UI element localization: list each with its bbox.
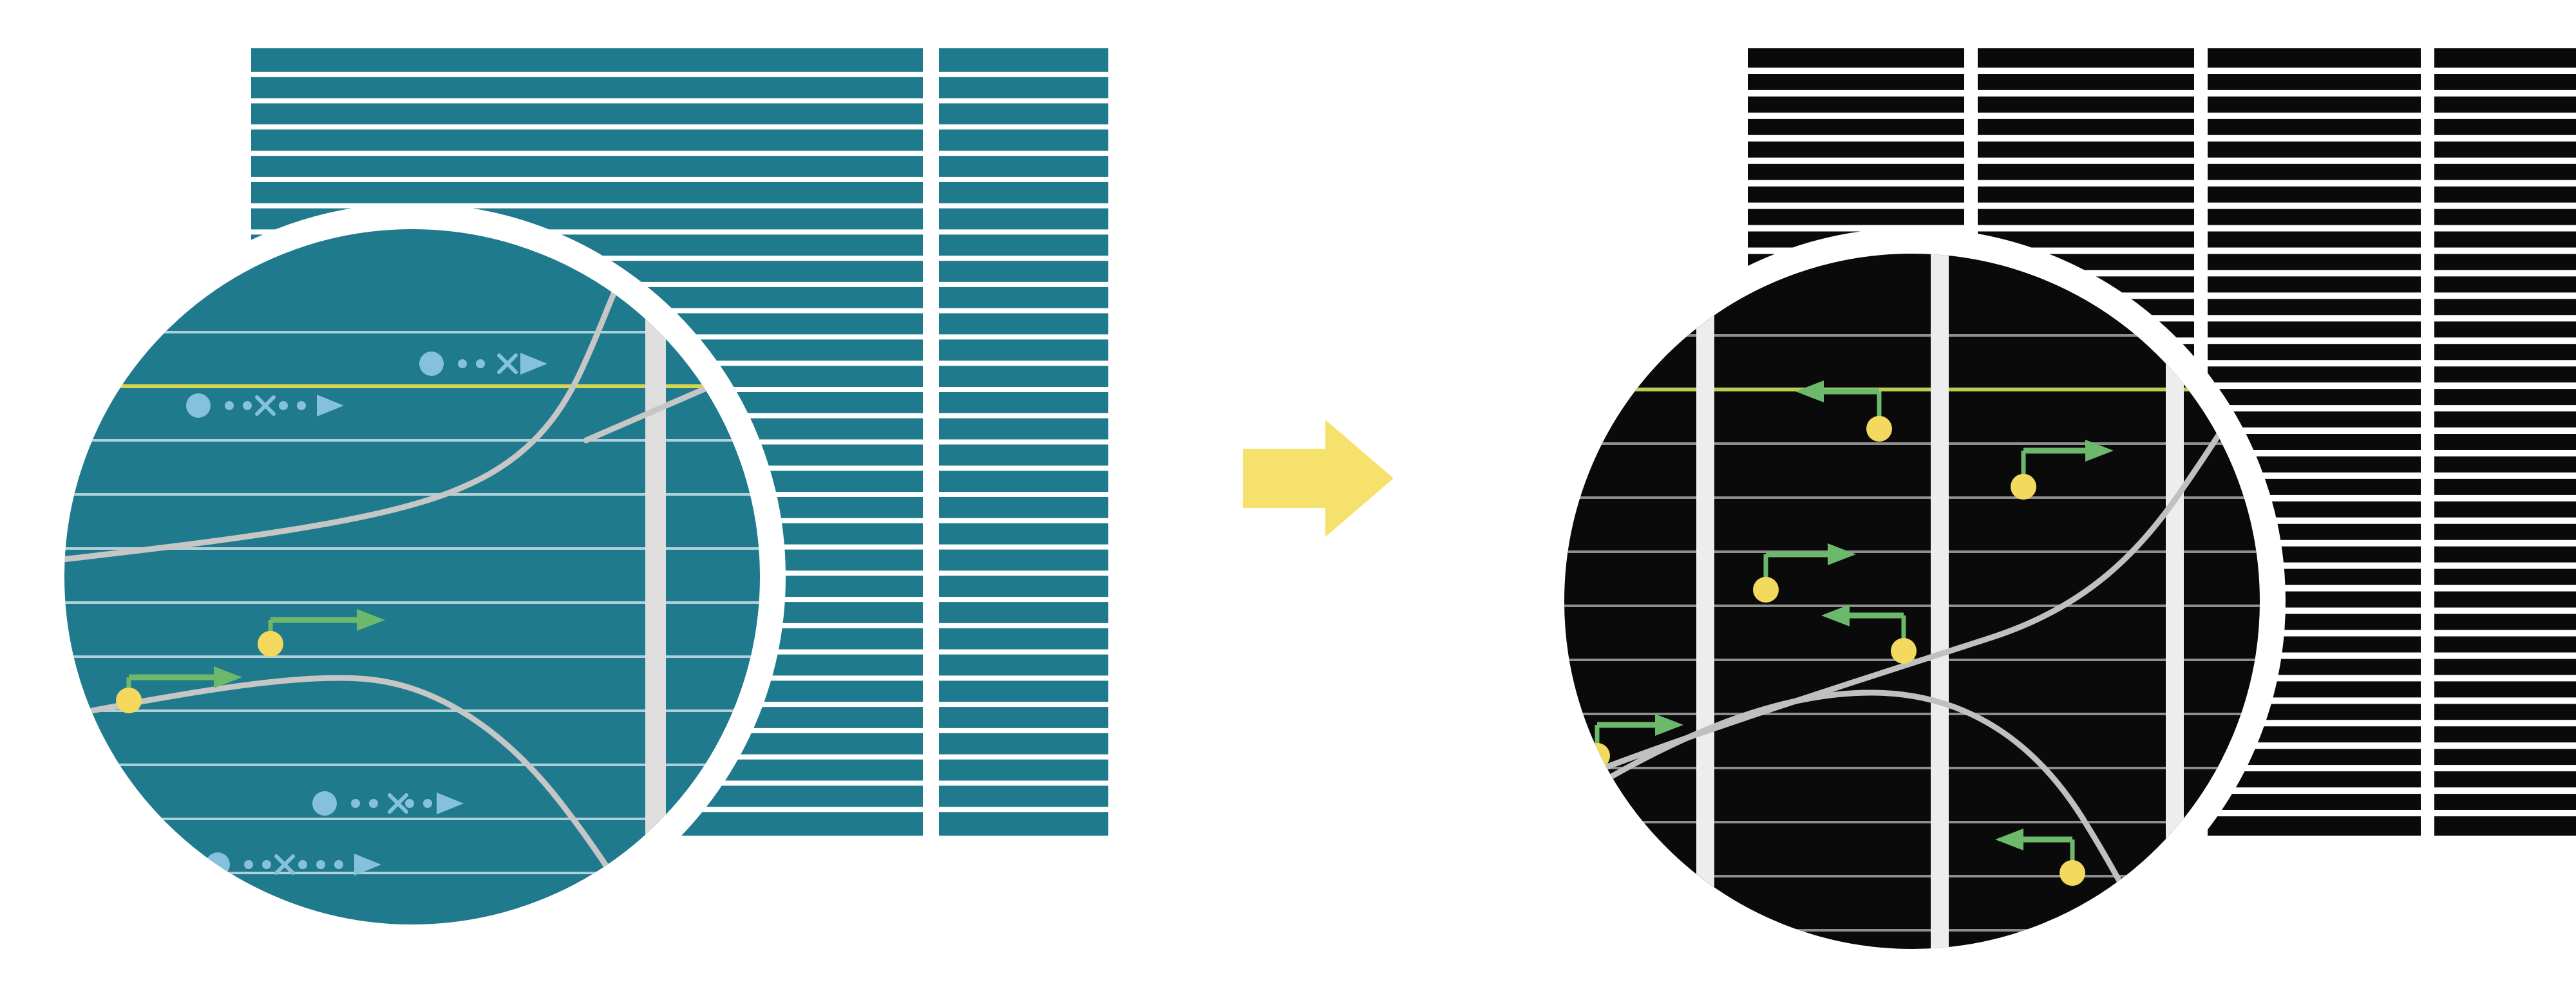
busbar (645, 229, 666, 924)
drift-arrowhead-icon (1995, 829, 2023, 850)
impurity-dot (312, 791, 337, 816)
drift-arrowhead-icon (1655, 714, 1683, 736)
solar-cell-comparison-figure (26, 10, 2576, 984)
trail-dot (458, 359, 467, 368)
right-panel-section (2434, 48, 2576, 836)
drift-arrowhead-icon (1828, 543, 1856, 565)
drift-arrowhead-icon (1821, 605, 1850, 626)
trail-dot (298, 860, 307, 869)
right-magnifier (1539, 228, 2286, 975)
trap-cross-icon (497, 353, 518, 374)
drift-arrowhead-icon (357, 609, 385, 631)
right-magnifier-lens (1539, 228, 2286, 975)
dopant-dot (116, 688, 142, 713)
dopant-drift-marker (116, 666, 242, 713)
dopant-dot (2011, 474, 2036, 500)
diffusion-arrowhead-icon (520, 353, 547, 375)
busbar (1696, 254, 1714, 949)
trail-dot (297, 401, 306, 410)
grain-boundary-line (64, 675, 652, 924)
trail-dot (225, 401, 234, 410)
dopant-dot (1891, 638, 1917, 664)
left-magnifier-lens (39, 203, 786, 950)
trail-dot (244, 860, 253, 869)
diffusion-arrowhead-icon (354, 854, 381, 876)
trap-cross-icon (274, 854, 295, 875)
dopant-drift-marker (2011, 440, 2114, 500)
trail-dot (334, 860, 343, 869)
dopant-drift-marker (1753, 543, 1856, 603)
trail-dot (243, 401, 252, 410)
trail-dot (316, 860, 325, 869)
dopant-dot (2060, 860, 2085, 886)
left-magnifier (39, 203, 786, 950)
trail-dot (369, 799, 378, 808)
impurity-diffusion-track (186, 393, 344, 418)
trail-dot (351, 799, 360, 808)
diffusion-arrowhead-icon (317, 395, 344, 417)
dopant-dot (258, 631, 283, 657)
trail-dot (262, 860, 271, 869)
diagram-svg (39, 48, 2576, 975)
drift-arrowhead-icon (1795, 380, 1824, 402)
grain-boundary-line (1581, 689, 2155, 946)
transform-arrow-icon (1243, 420, 1394, 537)
trail-dot (405, 799, 414, 808)
drift-arrowhead-icon (214, 666, 242, 688)
dopant-drift-marker (1821, 605, 1917, 664)
dopant-drift-marker (258, 609, 385, 657)
trap-cross-icon (255, 395, 276, 416)
drift-arrowhead-icon (2085, 440, 2114, 462)
impurity-dot (419, 352, 444, 376)
dopant-dot (1753, 577, 1779, 603)
diffusion-arrowhead-icon (437, 792, 464, 814)
dopant-drift-marker (1795, 380, 1892, 442)
trail-dot (423, 799, 432, 808)
impurity-diffusion-track (419, 352, 547, 376)
impurity-dot (186, 393, 211, 418)
impurity-diffusion-track (312, 791, 464, 816)
trail-dot (476, 359, 485, 368)
trap-cross-icon (388, 793, 408, 814)
dopant-dot (1866, 416, 1892, 442)
dopant-drift-marker (1995, 829, 2085, 886)
busbar (1931, 254, 1949, 949)
trail-dot (279, 401, 288, 410)
